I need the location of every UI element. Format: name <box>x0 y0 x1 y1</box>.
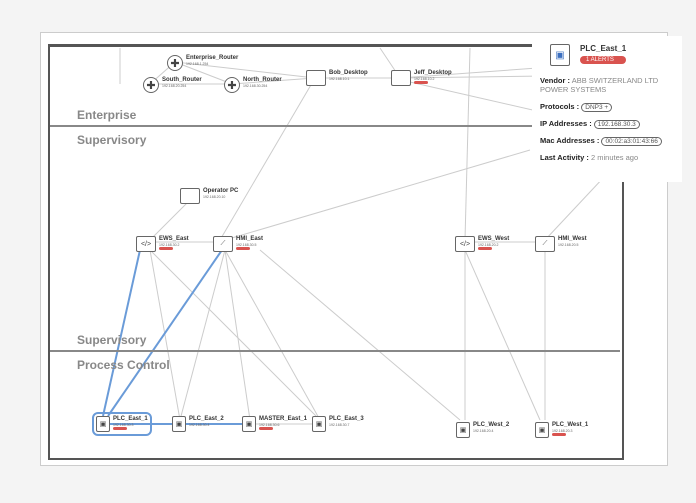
device-node[interactable]: ▣ MASTER_East_1 192.168.30.6 <box>242 416 307 432</box>
device-label: Bob_Desktop <box>329 70 368 76</box>
alert-indicator <box>236 247 250 250</box>
code-laptop-icon: </> <box>136 236 156 252</box>
device-label: HMI_West <box>558 236 587 242</box>
alert-indicator <box>414 81 428 84</box>
device-name: PLC_East_1 <box>580 44 627 53</box>
zone-label-process-control: Process Control <box>77 358 170 372</box>
device-label: South_Router <box>162 77 202 83</box>
vendor-label: Vendor : <box>540 76 571 85</box>
zone-label-supervisory: Supervisory <box>77 133 147 147</box>
zone-divider <box>50 125 620 127</box>
device-ip: 192.168.20.2 <box>478 243 499 247</box>
device-node[interactable]: Bob_Desktop 192.168.10.1 <box>306 70 368 86</box>
device-label: North_Router <box>243 77 282 83</box>
mac-pill: 00:02:a3:01:43:66 <box>601 137 662 146</box>
device-label: PLC_West_1 <box>552 422 589 428</box>
device-node[interactable]: Operator PC 192.168.20.10 <box>180 188 238 204</box>
device-label: Enterprise_Router <box>186 55 239 61</box>
monitor-icon <box>306 70 326 86</box>
device-label: PLC_East_3 <box>329 416 364 422</box>
device-node[interactable]: ✚ South_Router 192.168.20.254 <box>143 77 202 93</box>
device-ip: 192.168.20.4 <box>473 429 494 433</box>
device-label: Jeff_Desktop <box>414 70 452 76</box>
device-node[interactable]: ▣ PLC_West_2 192.168.20.4 <box>456 422 509 438</box>
plc-icon: ▣ <box>550 44 570 66</box>
ip-pill: 192.168.30.3 <box>593 120 640 129</box>
last-activity-value: 2 minutes ago <box>591 153 639 162</box>
alert-indicator <box>113 427 127 430</box>
device-node[interactable]: ⟋ HMI_West 192.168.20.5 <box>535 236 587 252</box>
device-node[interactable]: ▣ PLC_West_1 192.168.20.3 <box>535 422 588 438</box>
device-label: Operator PC <box>203 188 239 194</box>
device-label: MASTER_East_1 <box>259 416 308 422</box>
device-ip: 192.168.10.2 <box>414 77 435 81</box>
device-label: HMI_East <box>236 236 264 242</box>
device-ip: 192.168.30.6 <box>259 423 280 427</box>
plc-icon: ▣ <box>172 416 186 432</box>
chart-monitor-icon: ⟋ <box>213 236 233 252</box>
plc-icon: ▣ <box>535 422 549 438</box>
vendor-value: ABB SWITZERLAND LTD POWER SYSTEMS <box>540 76 659 94</box>
alert-indicator <box>259 427 273 430</box>
monitor-icon <box>391 70 411 86</box>
code-laptop-icon: </> <box>455 236 475 252</box>
plc-icon: ▣ <box>312 416 326 432</box>
device-ip: 192.168.20.5 <box>558 243 579 247</box>
zone-label-enterprise: Enterprise <box>77 108 137 122</box>
device-node[interactable]: ▣ PLC_East_3 192.168.30.7 <box>312 416 364 432</box>
zone-divider <box>50 350 620 352</box>
last-activity-label: Last Activity : <box>540 153 589 162</box>
router-icon: ✚ <box>224 77 240 93</box>
device-label: PLC_East_1 <box>113 416 148 422</box>
plc-icon: ▣ <box>96 416 110 432</box>
device-details-panel: ▣ PLC_East_1 1 ALERTS Vendor : ABB SWITZ… <box>532 36 682 182</box>
device-node[interactable]: ▣ PLC_East_2 192.168.30.4 <box>172 416 224 432</box>
device-node[interactable]: </> EWS_East 192.168.30.2 <box>136 236 189 252</box>
alert-indicator <box>159 247 173 250</box>
device-ip: 192.168.30.4 <box>189 423 210 427</box>
device-ip: 192.168.10.1 <box>329 77 350 81</box>
monitor-icon <box>180 188 200 204</box>
alerts-badge[interactable]: 1 ALERTS <box>580 56 627 64</box>
zone-label-supervisory-2: Supervisory <box>77 333 147 347</box>
device-node[interactable]: </> EWS_West 192.168.20.2 <box>455 236 509 252</box>
device-ip: 192.168.30.5 <box>236 243 257 247</box>
device-label: PLC_East_2 <box>189 416 224 422</box>
device-node[interactable]: ▣ PLC_East_1 192.168.30.3 <box>92 412 152 436</box>
mac-label: Mac Addresses : <box>540 136 600 145</box>
alert-indicator <box>552 433 566 436</box>
plc-icon: ▣ <box>456 422 470 438</box>
device-node[interactable]: ✚ Enterprise_Router 192.168.1.254 <box>167 55 238 71</box>
device-label: PLC_West_2 <box>473 422 510 428</box>
device-node[interactable]: Jeff_Desktop 192.168.10.2 <box>391 70 452 86</box>
device-ip: 192.168.30.3 <box>113 423 134 427</box>
plc-icon: ▣ <box>242 416 256 432</box>
router-icon: ✚ <box>167 55 183 71</box>
device-ip: 192.168.20.254 <box>162 84 187 88</box>
device-ip: 192.168.20.10 <box>203 195 226 199</box>
router-icon: ✚ <box>143 77 159 93</box>
device-label: EWS_West <box>478 236 510 242</box>
device-node[interactable]: ✚ North_Router 192.168.30.254 <box>224 77 282 93</box>
device-ip: 192.168.30.7 <box>329 423 350 427</box>
protocols-label: Protocols : <box>540 102 580 111</box>
device-ip: 192.168.30.2 <box>159 243 180 247</box>
device-ip: 192.168.30.254 <box>243 84 268 88</box>
device-label: EWS_East <box>159 236 189 242</box>
device-node[interactable]: ⟋ HMI_East 192.168.30.5 <box>213 236 263 252</box>
chart-monitor-icon: ⟋ <box>535 236 555 252</box>
network-map[interactable] <box>48 44 624 460</box>
device-ip: 192.168.1.254 <box>186 62 209 66</box>
ip-label: IP Addresses : <box>540 119 592 128</box>
alert-indicator <box>478 247 492 250</box>
protocol-pill[interactable]: DNP3 + <box>581 103 613 112</box>
device-ip: 192.168.20.3 <box>552 429 573 433</box>
